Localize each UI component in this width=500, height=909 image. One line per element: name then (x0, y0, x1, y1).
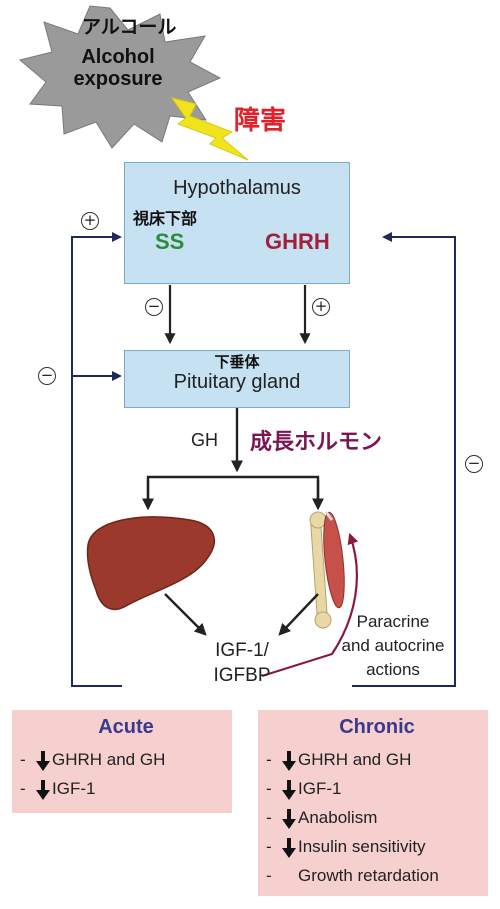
list-item-text: GHRH and GH (298, 750, 412, 769)
alcohol-exposure-label: Alcohol exposure (48, 46, 188, 90)
gh-label: GH (191, 430, 218, 450)
growth-hormone-jp-label: 成長ホルモン (250, 430, 383, 455)
gh-split-line (146, 475, 320, 505)
paracrine-arrow (261, 532, 359, 678)
list-item: - Anabolism (266, 803, 488, 832)
ghrh-label: GHRH (265, 229, 330, 254)
liver-to-igf-arrow (164, 593, 207, 636)
impairment-label: 障害 (234, 106, 287, 136)
chronic-list: - GHRH and GH - IGF-1 - Anabolism - Insulin sen… (266, 745, 488, 890)
list-item-text: Growth retardation (298, 866, 439, 885)
down-arrow-icon (34, 745, 52, 774)
igf-label: IGF-1/ IGFBP (198, 638, 286, 688)
igf-label-line2: IGFBP (213, 665, 271, 686)
down-arrow-icon (34, 774, 52, 803)
minus-sign-right-loop: − (465, 455, 483, 473)
igf-label-line1: IGF-1/ (215, 640, 269, 661)
list-item-text: GHRH and GH (52, 750, 166, 769)
alcohol-jp-label: アルコール (82, 16, 177, 38)
bullet-dash: - (266, 866, 272, 885)
paracrine-label-line1: Paracrine (356, 612, 430, 631)
bullet-dash: - (266, 779, 272, 798)
chronic-panel: Chronic - GHRH and GH - IGF-1 - Anabolism - Ins… (258, 710, 488, 896)
pituitary-box: 下垂体 Pituitary gland (124, 350, 350, 408)
list-item: - IGF-1 (20, 774, 232, 803)
chronic-title: Chronic (339, 716, 415, 738)
list-item: - GHRH and GH (20, 745, 232, 774)
left-feedback-line (71, 232, 122, 687)
hypothalamus-title: Hypothalamus (173, 177, 301, 199)
ss-label: SS (155, 229, 185, 254)
list-item: - Growth retardation (266, 861, 488, 890)
paracrine-label: Paracrine and autocrine actions (330, 610, 456, 682)
bone-muscle-icon (309, 511, 345, 629)
plus-sign-ghrh: + (312, 298, 330, 316)
minus-sign-ss: − (145, 298, 163, 316)
bullet-dash: - (20, 779, 26, 798)
list-item-text: Insulin sensitivity (298, 837, 426, 856)
alcohol-label-line2: exposure (73, 68, 163, 90)
bullet-dash: - (266, 837, 272, 856)
down-arrow-icon (280, 803, 298, 832)
hypothalamus-box: Hypothalamus 視床下部 SS GHRH (124, 162, 350, 284)
liver-icon (86, 516, 216, 611)
paracrine-label-line2: and autocrine (341, 636, 445, 655)
down-arrow-icon (280, 745, 298, 774)
paracrine-label-line3: actions (366, 660, 420, 679)
down-arrow-icon (280, 832, 298, 861)
acute-title: Acute (98, 716, 154, 738)
bone-to-igf-arrow (278, 593, 319, 636)
bullet-dash: - (20, 750, 26, 769)
list-item-text: Anabolism (298, 808, 378, 827)
pituitary-title: Pituitary gland (173, 371, 301, 393)
list-item-text: IGF-1 (298, 779, 342, 798)
alcohol-burst-shape (18, 5, 222, 149)
acute-list: - GHRH and GH - IGF-1 (20, 745, 232, 803)
down-arrow-icon (280, 774, 298, 803)
lightning-bolt-icon (170, 97, 249, 161)
pituitary-jp-label: 下垂体 (214, 353, 260, 371)
right-feedback-line (352, 232, 456, 687)
bullet-dash: - (266, 750, 272, 769)
hypothalamus-jp-label: 視床下部 (133, 209, 198, 228)
list-item: - GHRH and GH (266, 745, 488, 774)
list-item: - IGF-1 (266, 774, 488, 803)
acute-panel: Acute - GHRH and GH - IGF-1 (12, 710, 232, 813)
list-item: - Insulin sensitivity (266, 832, 488, 861)
minus-sign-pituitary: − (38, 367, 56, 385)
alcohol-label-line1: Alcohol (81, 46, 155, 68)
plus-sign-hypothalamus: + (81, 212, 99, 230)
list-item-text: IGF-1 (52, 779, 96, 798)
bullet-dash: - (266, 808, 272, 827)
